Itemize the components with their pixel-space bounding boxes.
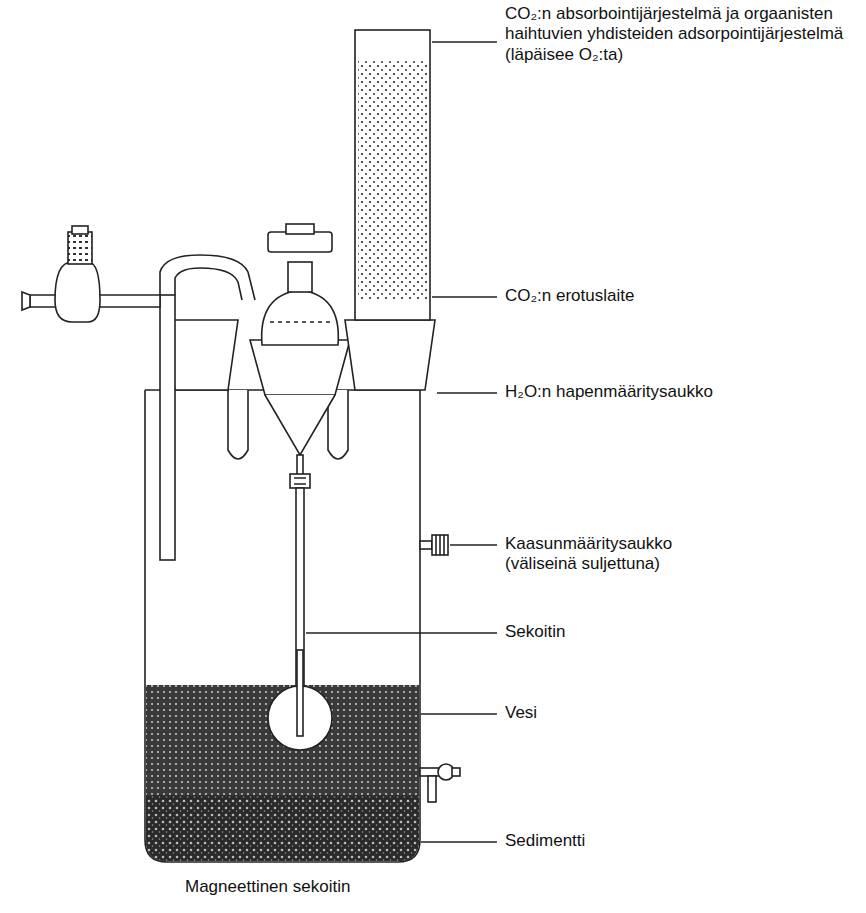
left-neck [22,226,255,560]
co2-separator [270,321,330,323]
co2-separator [297,455,303,475]
absorption-column [358,60,427,300]
vessel [145,390,420,862]
caption-label: Magneettinen sekoitin [185,877,485,897]
leader-line [437,392,497,393]
co2-separator [290,474,310,488]
absorption-column [355,30,430,320]
co2-separator [265,395,335,455]
side-ports [436,535,444,555]
left-neck [68,232,92,264]
left-neck [160,295,175,560]
left-neck [175,268,242,300]
left-neck [55,262,100,322]
leader-line [432,41,497,42]
callout-label: CO₂:n erotuslaite [505,286,845,306]
side-ports [420,541,432,549]
leader-line [421,841,497,842]
co2-separator [250,224,350,750]
co2-separator [250,340,350,395]
leader-line [306,632,497,633]
co2-separator [262,290,339,345]
leader-line [450,544,497,545]
side-ports [432,535,448,555]
left-neck [160,255,255,300]
leader-line [432,296,497,297]
callout-label: CO₂:n absorbointijärjestelmä ja orgaanis… [505,4,855,65]
absorption-column [345,320,435,390]
leader-line [421,713,497,714]
neck-bulge [228,390,248,459]
callout-label: Sedimentti [505,831,805,851]
leader-line [306,42,497,842]
vessel-wall [145,390,420,862]
side-ports [420,535,460,802]
side-ports [428,776,436,802]
co2-separator [297,650,303,736]
absorption-column [345,30,435,390]
left-neck [22,292,30,310]
callout-label: Vesi [505,703,805,723]
left-neck [72,226,88,234]
callout-label: H₂O:n hapenmääritysaukko [505,382,845,402]
callout-label: Sekoitin [505,622,805,642]
sediment [146,795,419,861]
co2-separator [286,224,314,234]
co2-separator [268,232,332,252]
water [146,685,419,861]
left-neck [165,320,238,390]
callout-label: Kaasunmääritysaukko (väliseinä suljettun… [505,534,720,575]
side-ports [452,768,460,776]
co2-separator [288,262,312,292]
co2-separator [294,478,306,484]
